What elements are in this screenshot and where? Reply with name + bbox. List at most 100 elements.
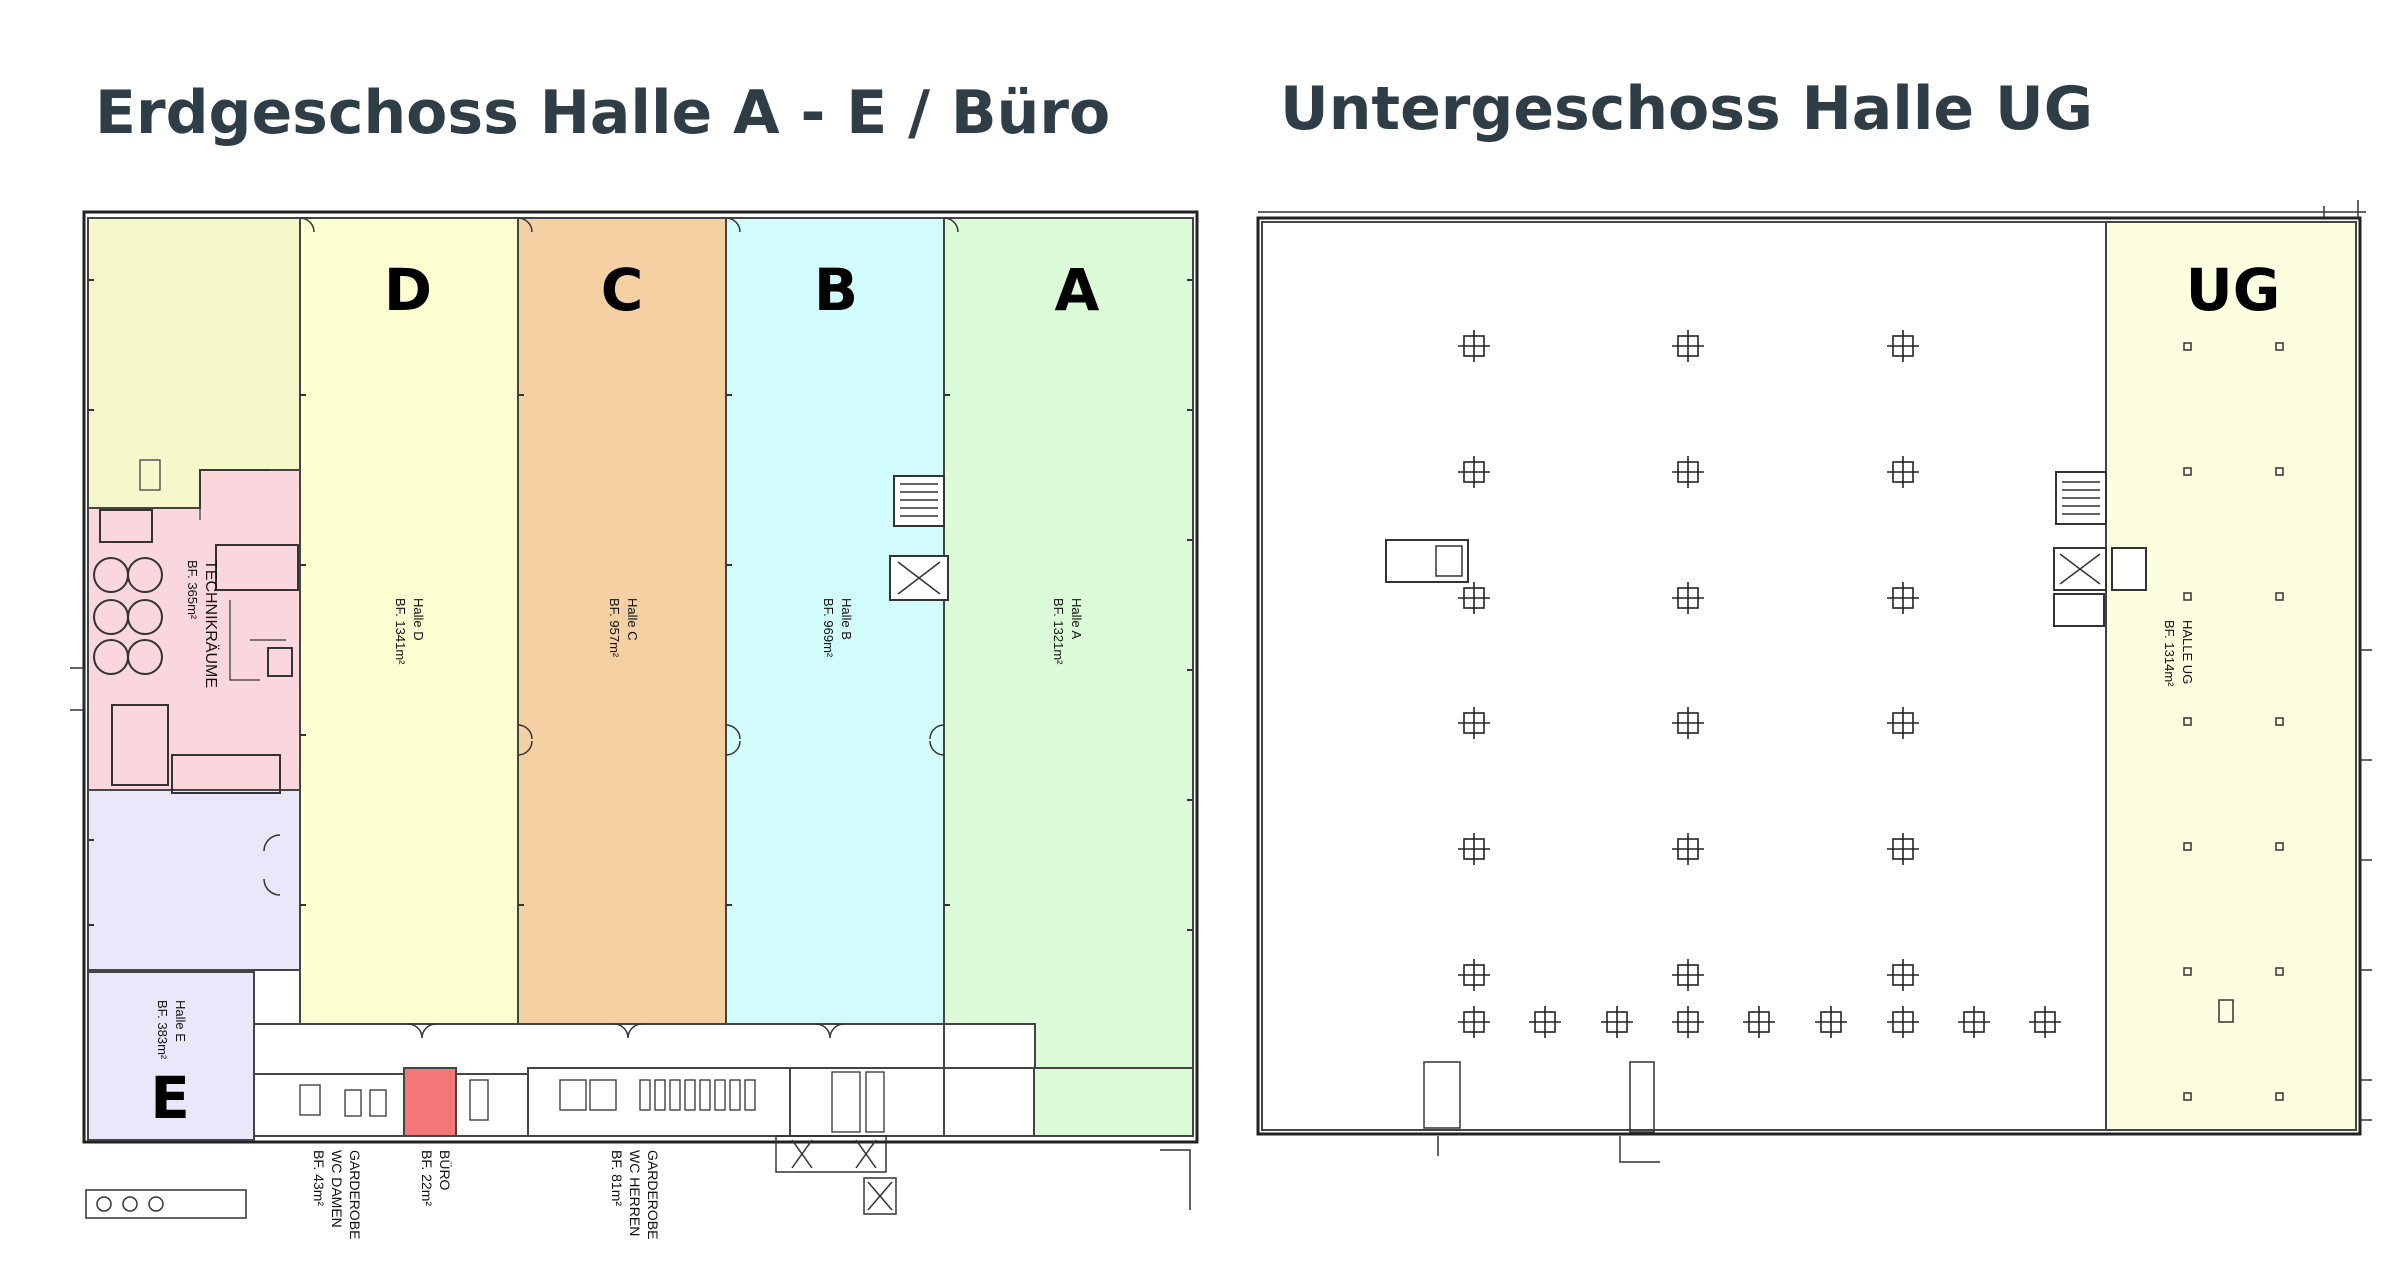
room-bottom-a-annex — [943, 1067, 1035, 1137]
basement-column — [1887, 582, 1919, 614]
staircase-basement — [2053, 471, 2147, 627]
basement-column — [2029, 1006, 2061, 1038]
technik-label: TECHNIKRÄUME BF. 365m² — [185, 560, 220, 688]
hall-c-label: Halle C BF. 957m² — [607, 598, 640, 658]
technik-area: BF. 365m² — [185, 560, 200, 620]
room-bottom-right-service — [789, 1067, 945, 1137]
hall-doors — [263, 217, 959, 1039]
hall-ug-letter: UG — [2186, 256, 2281, 324]
room-bottom-a-strip — [1033, 1067, 1194, 1137]
basement-column — [1887, 707, 1919, 739]
basement-column — [1458, 1006, 1490, 1038]
basement-column — [1887, 833, 1919, 865]
basement-column — [1601, 1006, 1633, 1038]
garderobe-herren-label: GARDEROBE WC HERREN BF. 81m² — [609, 1150, 661, 1239]
garderobe-herren-line1: GARDEROBE — [645, 1150, 661, 1239]
basement-columns — [1458, 330, 2061, 1038]
hall-ug — [2105, 221, 2357, 1131]
basement-plan: UG HALLE UG BF. 1314m² — [1256, 200, 2372, 1163]
basement-column — [1672, 707, 1704, 739]
basement-column — [1458, 456, 1490, 488]
room-top-left — [87, 217, 301, 509]
basement-column — [1458, 833, 1490, 865]
hall-c-letter: C — [601, 256, 644, 324]
pump-unit — [1435, 545, 1463, 577]
hall-d-name: Halle D — [411, 598, 426, 641]
garderobe-damen-area: BF. 43m² — [311, 1150, 327, 1206]
basement-column — [1672, 456, 1704, 488]
hall-a — [943, 217, 1194, 1069]
hall-e — [87, 971, 255, 1141]
hall-b-letter: B — [814, 256, 858, 324]
basement-column — [1887, 456, 1919, 488]
basement-column — [1815, 1006, 1847, 1038]
hall-b-name: Halle B — [839, 598, 854, 640]
hall-b — [725, 217, 945, 1025]
hall-d — [299, 217, 519, 1025]
title-basement: Untergeschoss Halle UG — [1280, 74, 2093, 144]
basement-column — [1458, 707, 1490, 739]
basement-column — [1458, 330, 1490, 362]
hall-a-label: Halle A BF. 1321m² — [1051, 598, 1084, 665]
garderobe-herren-line2: WC HERREN — [627, 1150, 643, 1236]
garderobe-damen-line2: WC DAMEN — [329, 1150, 345, 1228]
hall-e-area: BF. 383m² — [155, 1000, 170, 1060]
title-ground-floor: Erdgeschoss Halle A - E / Büro — [95, 78, 1111, 148]
technik-name: TECHNIKRÄUME — [202, 560, 220, 688]
basement-column — [1672, 330, 1704, 362]
garderobe-herren-area: BF. 81m² — [609, 1150, 625, 1206]
ground-exterior — [70, 667, 1191, 1219]
garderobe-damen-label: GARDEROBE WC DAMEN BF. 43m² — [311, 1150, 363, 1239]
basement-column — [1458, 582, 1490, 614]
pump-room — [1385, 539, 1469, 583]
garderobe-damen-line1: GARDEROBE — [347, 1150, 363, 1239]
staircase-ground — [889, 475, 949, 601]
hall-d-area: BF. 1341m² — [393, 598, 408, 665]
hall-e-label: Halle E BF. 383m² — [155, 1000, 188, 1060]
hall-e-name: Halle E — [173, 1000, 188, 1042]
basement-column — [1887, 959, 1919, 991]
basement-column — [1672, 1006, 1704, 1038]
buero-area: BF. 22m² — [419, 1150, 435, 1206]
basement-column — [1958, 1006, 1990, 1038]
hall-a-letter: A — [1055, 256, 1100, 324]
basement-column — [1887, 1006, 1919, 1038]
wall-ticks — [88, 279, 1193, 931]
service-corridor — [253, 1023, 945, 1075]
hall-a-area: BF. 1321m² — [1051, 598, 1066, 665]
basement-column — [1672, 959, 1704, 991]
basement-column — [1672, 833, 1704, 865]
technik-pipes — [139, 459, 286, 681]
room-buero — [403, 1067, 457, 1137]
basement-column — [1458, 959, 1490, 991]
basement-column — [1887, 330, 1919, 362]
hall-a-name: Halle A — [1069, 598, 1084, 640]
hall-ug-area: BF. 1314m² — [2162, 620, 2177, 687]
hall-ug-name: HALLE UG — [2180, 620, 2195, 684]
room-garderobe-damen — [253, 1073, 405, 1137]
basement-column — [1672, 582, 1704, 614]
basement-unexcavated-area — [1261, 221, 2107, 1131]
basement-column — [1743, 1006, 1775, 1038]
room-lavender-strip — [87, 789, 301, 971]
staircase-basement-steps — [2062, 481, 2100, 515]
hall-c — [517, 217, 727, 1025]
hall-c-name: Halle C — [625, 598, 640, 641]
buero-label: BÜRO BF. 22m² — [419, 1150, 454, 1206]
technik-tanks — [93, 509, 299, 794]
room-garderobe-herren — [527, 1067, 791, 1137]
basement-outer-wall — [1256, 216, 2362, 1136]
buero-name: BÜRO — [437, 1150, 454, 1191]
basement-column — [1529, 1006, 1561, 1038]
hall-b-area: BF. 969m² — [821, 598, 836, 658]
hall-ug-label: HALLE UG BF. 1314m² — [2162, 620, 2195, 687]
hall-d-letter: D — [384, 256, 432, 324]
hall-c-area: BF. 957m² — [607, 598, 622, 658]
ground-floor-plan: D C B A E Halle D BF. 1341m² Halle C BF.… — [70, 210, 1199, 1239]
hall-b-label: Halle B BF. 969m² — [821, 598, 854, 658]
hall-d-label: Halle D BF. 1341m² — [393, 598, 426, 665]
room-technik — [87, 469, 301, 791]
hall-ug-columns — [2183, 342, 2284, 1101]
service-fixtures — [299, 1071, 885, 1133]
